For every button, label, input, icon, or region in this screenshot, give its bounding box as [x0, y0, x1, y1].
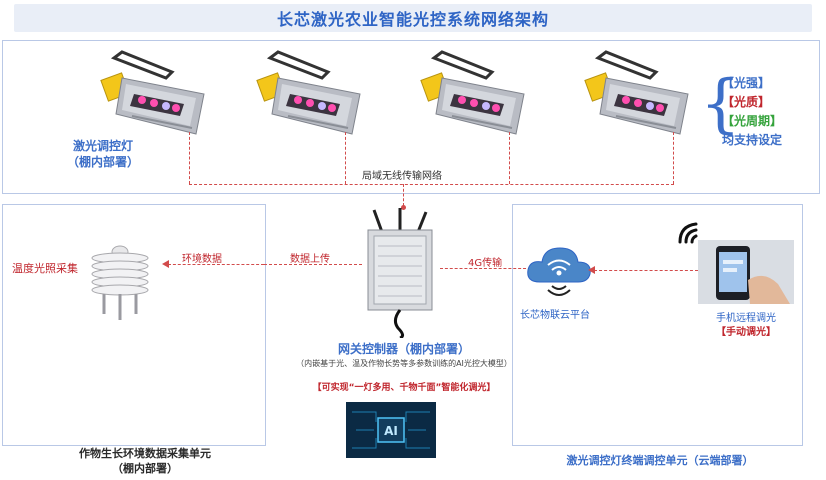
- phone-link-arrow: [588, 266, 595, 274]
- feature-period: 【光周期】: [722, 114, 783, 128]
- uplink-label: 4G传输: [468, 258, 503, 269]
- page-title: 长芯激光农业智能光控系统网络架构: [14, 4, 812, 32]
- feature-intensity: 【光强】: [722, 76, 771, 90]
- laser-lamp-2: [248, 48, 368, 138]
- laser-lamp-4: [576, 48, 696, 138]
- laser-lamp-1: [92, 48, 212, 138]
- gateway-link-dot: [401, 205, 406, 210]
- phone-label-line1: 手机远程调光: [716, 313, 776, 324]
- env-data-label: 环境数据: [182, 254, 222, 265]
- lan-label: 局域无线传输网络: [362, 171, 442, 182]
- lamp-link-3: [509, 132, 510, 184]
- env-arrow-head: [162, 260, 169, 268]
- lamp-link-4: [673, 132, 674, 184]
- lamp-label-line1: 激光调控灯: [72, 139, 133, 153]
- brace-icon: {: [700, 67, 741, 141]
- upload-label: 数据上传: [290, 254, 330, 265]
- sensor-unit-label: 作物生长环境数据采集单元 （棚内部署）: [40, 446, 250, 476]
- lamp-label-line2: （棚内部署）: [66, 155, 139, 169]
- upload-line: [264, 264, 362, 265]
- feature-quality: 【光质】: [722, 95, 771, 109]
- env-data-line: [168, 264, 264, 265]
- sensor-panel: [2, 204, 266, 446]
- lan-line: [189, 184, 674, 185]
- laser-lamp-3: [412, 48, 532, 138]
- gateway-title: 网关控制器（棚内部署）: [337, 342, 470, 356]
- cloud-icon: [524, 240, 594, 306]
- phone-label-line2: 【手动调光】: [716, 327, 776, 338]
- gateway-slogan: 【可实现“一灯多用、千物千面”智能化调光】: [312, 383, 496, 393]
- lamp-link-1: [189, 132, 190, 184]
- feature-list: 【光强】 【光质】 【光周期】 均支持设定: [722, 74, 782, 150]
- feature-note: 均支持设定: [722, 133, 783, 147]
- ai-chip-image: AI: [346, 402, 436, 462]
- gateway-link: [403, 184, 404, 206]
- gateway-subtitle: （内嵌基于光、温及作物长势等多参数训练的AI光控大模型）: [296, 359, 512, 368]
- sensor-unit-line2: （棚内部署）: [112, 462, 178, 475]
- phone-link-line: [594, 270, 698, 271]
- lamp-label: 激光调控灯 （棚内部署）: [58, 138, 148, 170]
- cloud-label: 长芯物联云平台: [520, 310, 590, 321]
- phone-image: [698, 240, 794, 308]
- uplink-line: [440, 268, 526, 269]
- gateway-device-icon: [360, 208, 440, 342]
- cloud-unit-label: 激光调控灯终端调控单元（云端部署）: [566, 454, 754, 467]
- lamp-link-2: [345, 132, 346, 184]
- sensor-icon: [88, 244, 152, 328]
- ai-chip-text: AI: [384, 424, 398, 438]
- sensor-unit-line1: 作物生长环境数据采集单元: [79, 447, 211, 460]
- sensor-label: 温度光照采集: [12, 262, 78, 275]
- phone-label: 手机远程调光 【手动调光】: [694, 312, 798, 340]
- wifi-icon: [676, 220, 706, 254]
